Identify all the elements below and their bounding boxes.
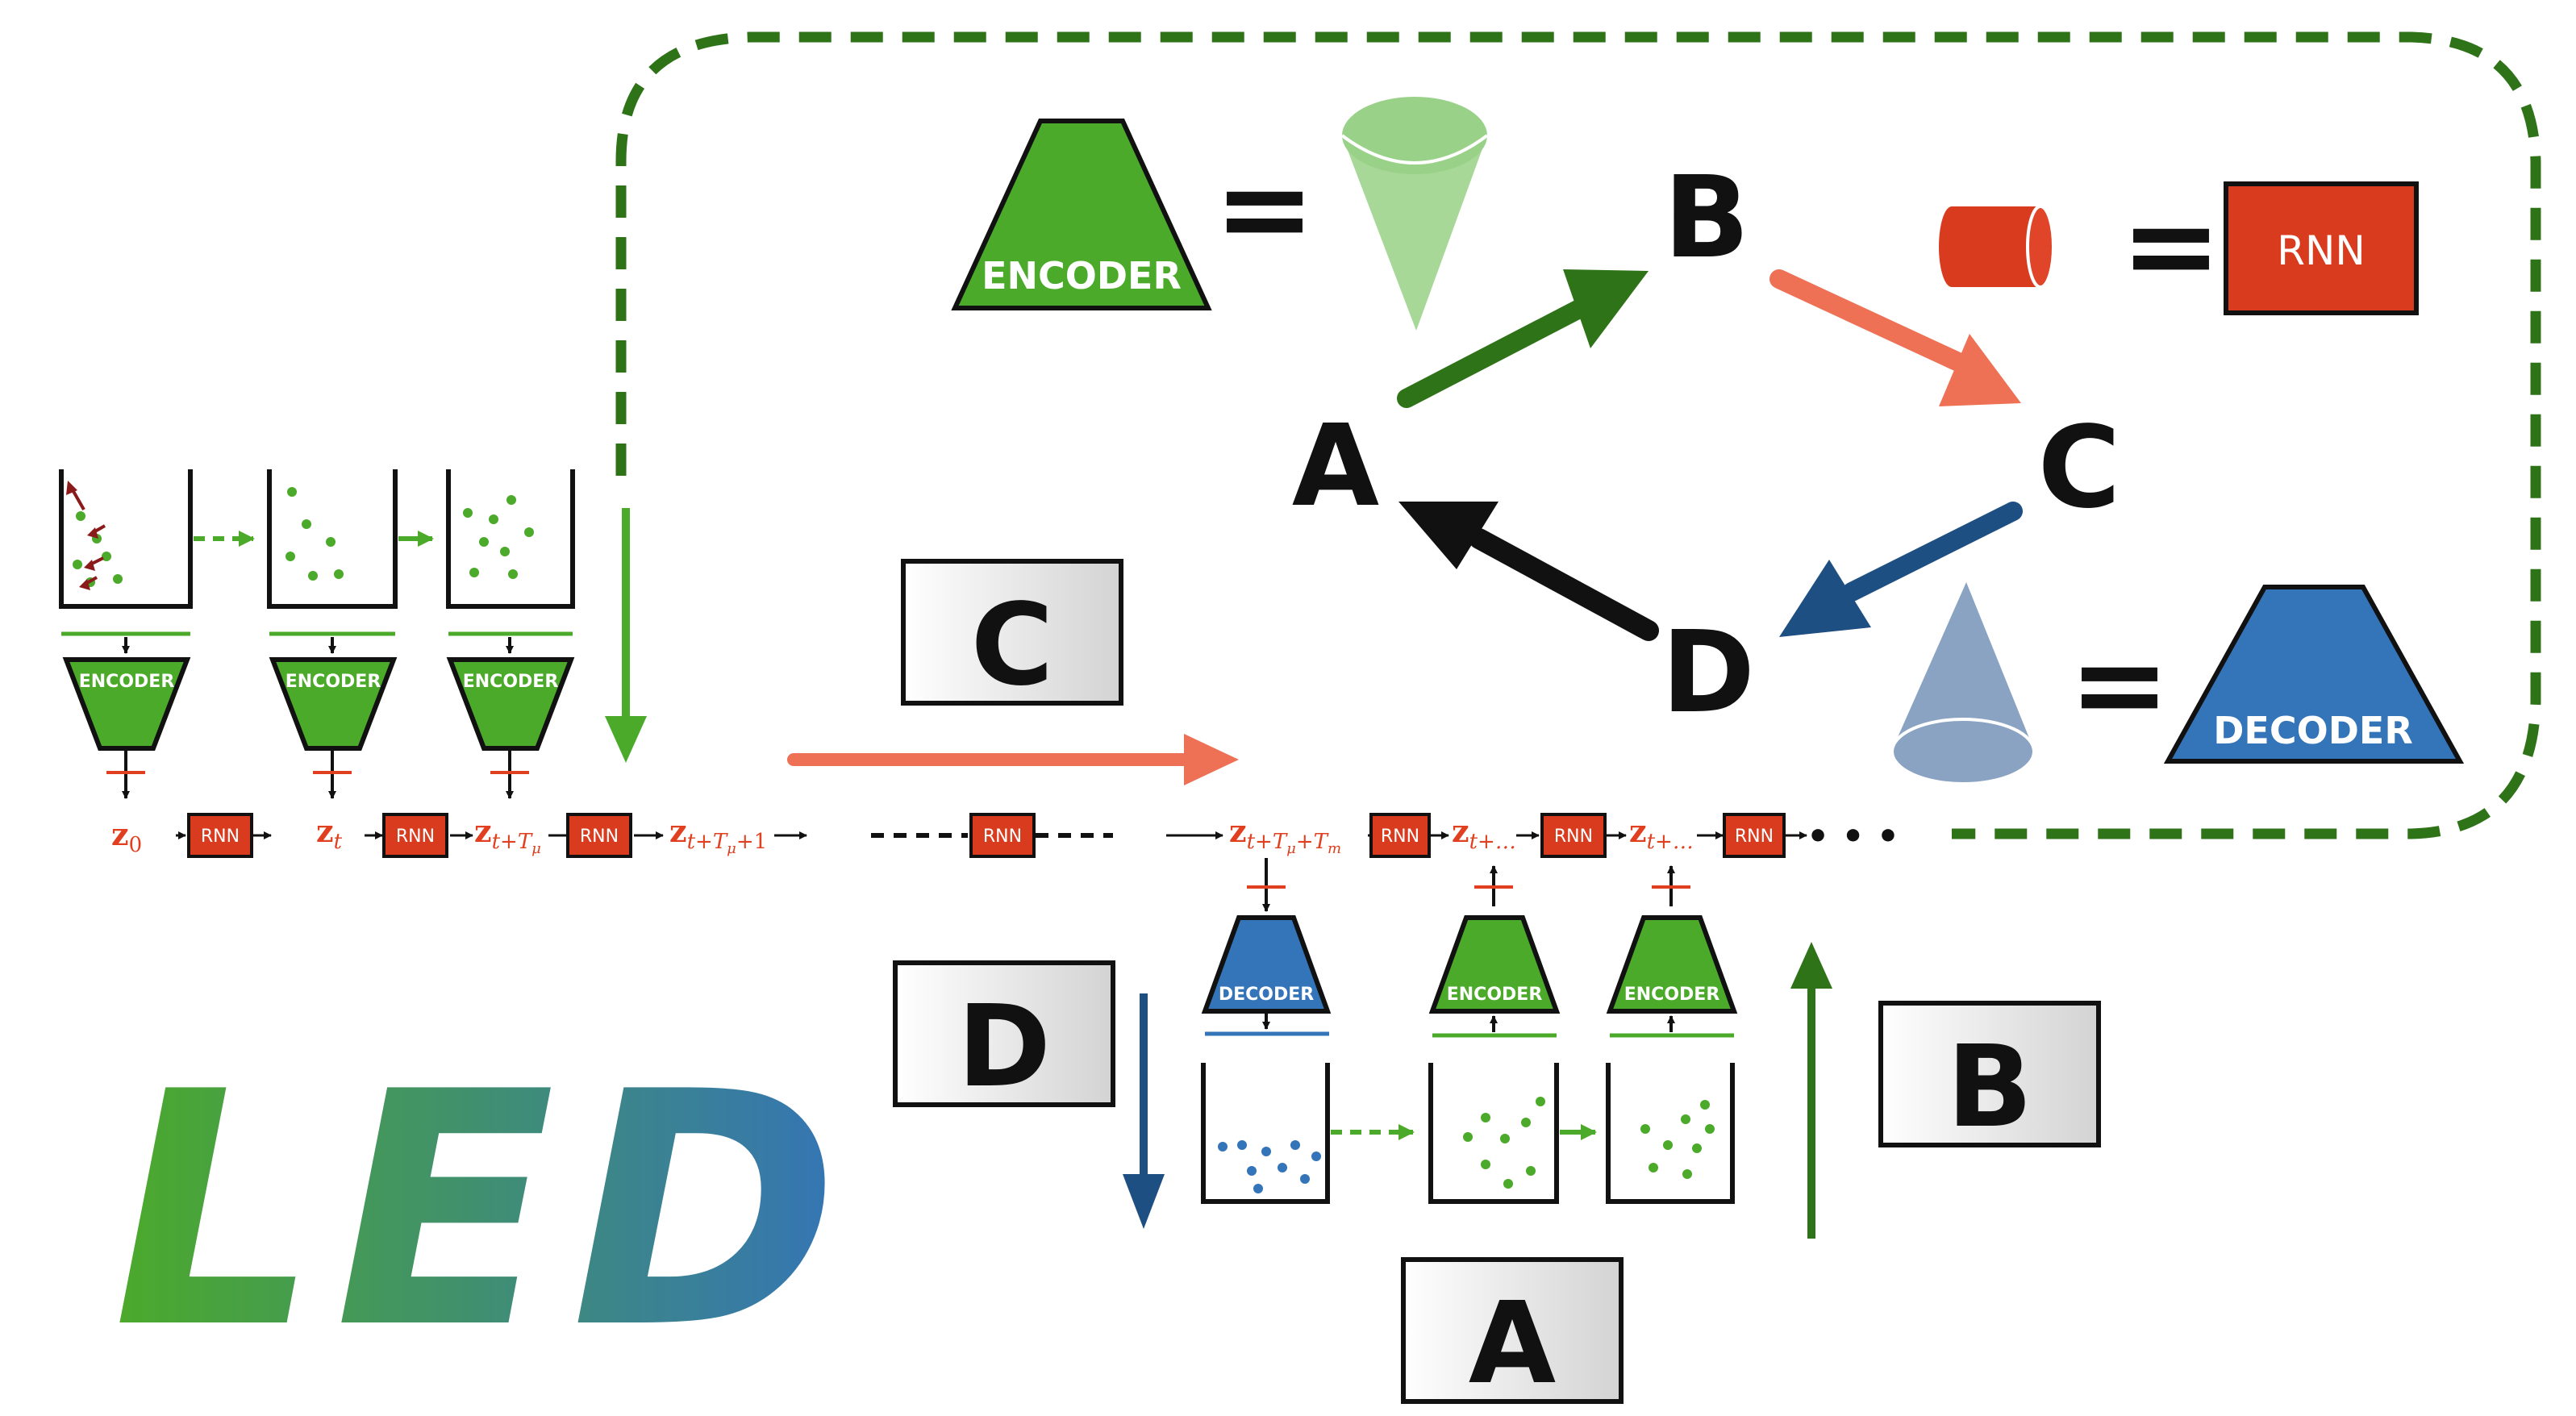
- encoder-block-bottom-1: ENCODER: [1428, 865, 1561, 1038]
- encoder-block-bottom-2-label: ENCODER: [1624, 985, 1720, 1005]
- rnn-box-1-label: RNN: [201, 827, 240, 847]
- cycle-node-a: A: [1292, 401, 1379, 532]
- legend-decoder: DECODER: [2163, 585, 2465, 764]
- rnn-box-6-label: RNN: [1554, 827, 1593, 847]
- cycle-node-b: B: [1664, 152, 1750, 284]
- particle-box-3: [446, 469, 575, 609]
- encoder-block-bottom-1-label: ENCODER: [1447, 985, 1543, 1005]
- rnn-box-3-label: RNN: [580, 827, 619, 847]
- encoder-block-1: ENCODER: [61, 631, 191, 799]
- phase-box-b: B: [1878, 1001, 2101, 1153]
- cycle-arrow-b-to-c: [1769, 269, 2021, 406]
- phase-c-arrow: [787, 734, 1239, 785]
- legend-decoder-label: DECODER: [2213, 709, 2413, 752]
- encoder-block-1-label: ENCODER: [79, 672, 175, 692]
- rnn-box-4: RNN: [969, 813, 1036, 858]
- decoder-block-label: DECODER: [1219, 985, 1314, 1005]
- phase-box-a: A: [1401, 1257, 1624, 1410]
- phase-box-a-label: A: [1469, 1278, 1556, 1410]
- rnn-box-6: RNN: [1540, 813, 1607, 858]
- latent-z-t-Tmu: zt+Tμ: [474, 813, 541, 857]
- decoder-block-bottom: DECODER: [1201, 858, 1332, 1036]
- legend-rnn-box: RNN: [2224, 181, 2419, 315]
- encoder-block-2-label: ENCODER: [286, 672, 381, 692]
- phase-box-b-label: B: [1947, 1022, 2033, 1153]
- particle-box-bottom-1: [1201, 1063, 1330, 1204]
- phase-box-d: D: [893, 960, 1115, 1113]
- latent-zt: zt: [316, 813, 343, 854]
- latent-z-dots-2: zt+…: [1629, 813, 1694, 854]
- dashed-region-outline: [615, 31, 2541, 839]
- particle-box-bottom-2: [1428, 1063, 1559, 1204]
- cycle-arrow-d-to-a: [1398, 502, 1659, 641]
- equals-sign-decoder: =: [2069, 614, 2170, 755]
- rnn-box-7: RNN: [1723, 813, 1786, 858]
- encoder-block-bottom-2: ENCODER: [1606, 865, 1738, 1038]
- particle-box-1: [59, 469, 193, 609]
- feedback-arrow-down: [605, 508, 647, 763]
- rnn-box-1: RNN: [187, 813, 253, 858]
- ellipsis-trailing: • • •: [1807, 816, 1899, 857]
- phase-d-arrow: [1123, 993, 1165, 1229]
- cycle-node-d: D: [1661, 607, 1755, 739]
- legend-rnn-label: RNN: [2277, 227, 2366, 274]
- rnn-box-5-label: RNN: [1381, 827, 1419, 847]
- rnn-box-7-label: RNN: [1735, 827, 1774, 847]
- legend-rnn-cylinder-icon: [1939, 205, 2055, 289]
- encoder-block-3: ENCODER: [446, 631, 575, 799]
- rnn-box-5: RNN: [1369, 813, 1431, 858]
- rnn-box-2: RNN: [382, 813, 448, 858]
- latent-z-t-Tmu-Tm: zt+Tμ+Tm: [1229, 813, 1341, 857]
- legend-encoder-label: ENCODER: [982, 254, 1182, 298]
- cycle-arrow-a-to-b: [1397, 269, 1649, 408]
- cycle-node-c: C: [2038, 402, 2121, 534]
- rnn-box-2-label: RNN: [396, 827, 435, 847]
- latent-chain: z0 zt zt+Tμ zt+Tμ+1 zt+Tμ+Tm zt+… zt+…: [111, 813, 1899, 858]
- rnn-box-3: RNN: [566, 813, 632, 858]
- encoder-block-2: ENCODER: [269, 631, 398, 799]
- phase-b-arrow: [1790, 942, 1832, 1239]
- phase-box-c: C: [901, 559, 1123, 711]
- led-logo: LED: [113, 1024, 855, 1399]
- legend-encoder: ENCODER: [951, 119, 1212, 310]
- rnn-box-4-label: RNN: [983, 827, 1022, 847]
- latent-z-dots-1: zt+…: [1452, 813, 1516, 854]
- encoder-cone-icon: [1340, 97, 1489, 331]
- latent-z-t-Tmu-plus1: zt+Tμ+1: [669, 813, 767, 857]
- cycle-nodes: A B C D: [1292, 152, 2121, 739]
- particle-box-2: [267, 469, 398, 609]
- equals-sign-encoder: =: [1214, 139, 1315, 279]
- encoder-block-3-label: ENCODER: [463, 672, 559, 692]
- particle-box-bottom-3: [1606, 1063, 1735, 1204]
- phase-box-d-label: D: [957, 981, 1051, 1113]
- equals-sign-rnn: =: [2120, 176, 2222, 316]
- latent-z0: z0: [111, 816, 142, 857]
- decoder-cone-icon: [1890, 582, 2036, 785]
- cycle-arrow-c-to-d: [1779, 502, 2023, 637]
- phase-box-c-label: C: [971, 580, 1054, 711]
